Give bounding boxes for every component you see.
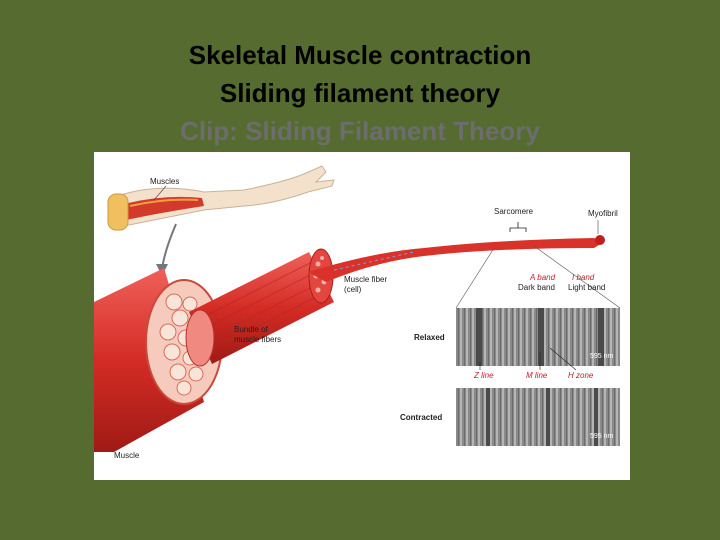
muscle-diagram: Muscles	[94, 165, 621, 460]
bundle-fibers-label: muscle fibers	[234, 335, 281, 344]
title-line-2: Sliding filament theory	[219, 78, 501, 108]
contracted-scale-label: 595 nm	[590, 433, 614, 440]
a-band-label: A band	[529, 273, 556, 282]
title-clip-link[interactable]: Clip: Sliding Filament Theory	[180, 116, 540, 146]
contracted-label: Contracted	[400, 413, 442, 422]
light-band-label: Light band	[568, 283, 605, 292]
myofibril-illustration	[308, 235, 605, 282]
slide-title: Skeletal Muscle contraction Sliding fila…	[0, 36, 720, 150]
muscle-fiber-cell-label: (cell)	[344, 285, 362, 294]
h-zone-label: H zone	[568, 371, 594, 380]
muscle-diagram-panel: Muscles	[94, 152, 630, 480]
bundle-label: Bundle of	[234, 325, 269, 334]
contracted-micrograph	[456, 388, 620, 446]
muscle-fiber-illustration	[185, 248, 334, 367]
relaxed-scale-label: 595 nm	[590, 353, 614, 360]
arm-illustration	[107, 165, 335, 231]
muscle-label: Muscle	[114, 451, 140, 460]
z-line-label: Z line	[473, 371, 494, 380]
i-band-label: I band	[572, 273, 595, 282]
muscle-fiber-label: Muscle fiber	[344, 275, 387, 284]
arrow-icon	[161, 223, 177, 271]
relaxed-label: Relaxed	[414, 333, 445, 342]
myofibril-label: Myofibril	[588, 209, 618, 218]
dark-band-label: Dark band	[518, 283, 555, 292]
sarcomere-label: Sarcomere	[494, 207, 534, 216]
muscles-label: Muscles	[150, 177, 179, 186]
title-line-1: Skeletal Muscle contraction	[188, 40, 532, 70]
sarcomere-bracket	[509, 222, 527, 232]
m-line-label: M line	[526, 371, 548, 380]
